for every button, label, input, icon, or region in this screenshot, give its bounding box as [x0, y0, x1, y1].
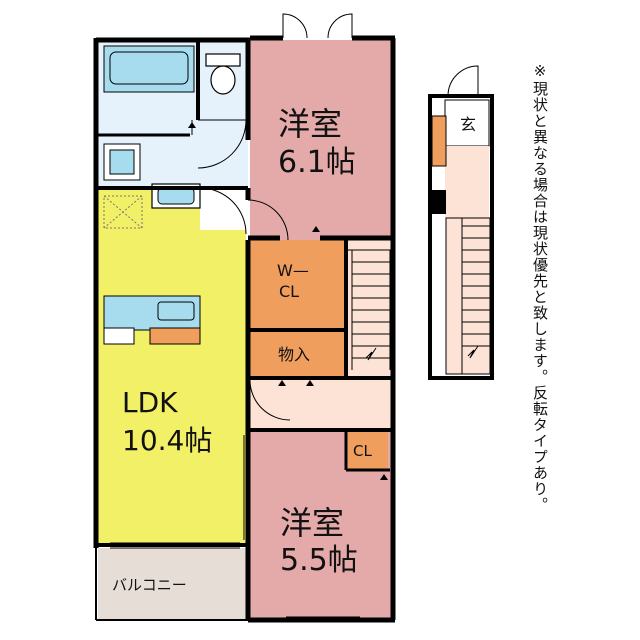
disclaimer-note: ※現状と異なる場合は現状優先と致します。反転タイプあり。 — [531, 62, 549, 513]
western-room-top-name: 洋室 — [278, 105, 342, 143]
walls — [93, 35, 396, 623]
wash-basin-bowl — [157, 187, 195, 205]
fridge-space — [103, 327, 135, 345]
stairs — [351, 250, 391, 370]
walk-in-closet-label-line2: CL — [279, 282, 299, 301]
storage-closet — [250, 332, 345, 376]
windows — [110, 435, 360, 623]
western-room-top — [250, 40, 393, 240]
closet-label: CL — [353, 442, 372, 460]
storage-label: 物入 — [278, 345, 310, 364]
kitchen-base — [149, 327, 201, 345]
door-markers — [188, 122, 388, 480]
ldk-name: LDK — [122, 386, 178, 419]
western-room-top-size: 6.1帖 — [278, 145, 356, 180]
stairwell — [348, 240, 393, 378]
entrance-label: 玄 — [460, 115, 476, 134]
ldk-size: 10.4帖 — [122, 424, 212, 457]
walk-in-closet-label-line1: W— — [277, 261, 309, 280]
small-closet — [348, 432, 388, 470]
vent-box — [103, 195, 143, 229]
bathtub-inner — [109, 51, 189, 85]
entry-hall — [200, 190, 248, 230]
balcony — [98, 548, 246, 620]
western-room-bottom-name: 洋室 — [280, 504, 344, 542]
western-room-bottom-size: 5.5帖 — [280, 543, 358, 578]
toilet-bowl — [210, 65, 236, 95]
kitchen-sink — [157, 301, 195, 321]
ldk-room — [98, 190, 246, 545]
walk-in-closet — [250, 240, 345, 328]
hallway — [250, 378, 393, 432]
washing-machine — [109, 149, 135, 175]
entrance-unit — [428, 65, 494, 380]
balcony-label: バルコニー — [112, 576, 187, 594]
toilet-tank — [205, 53, 241, 67]
